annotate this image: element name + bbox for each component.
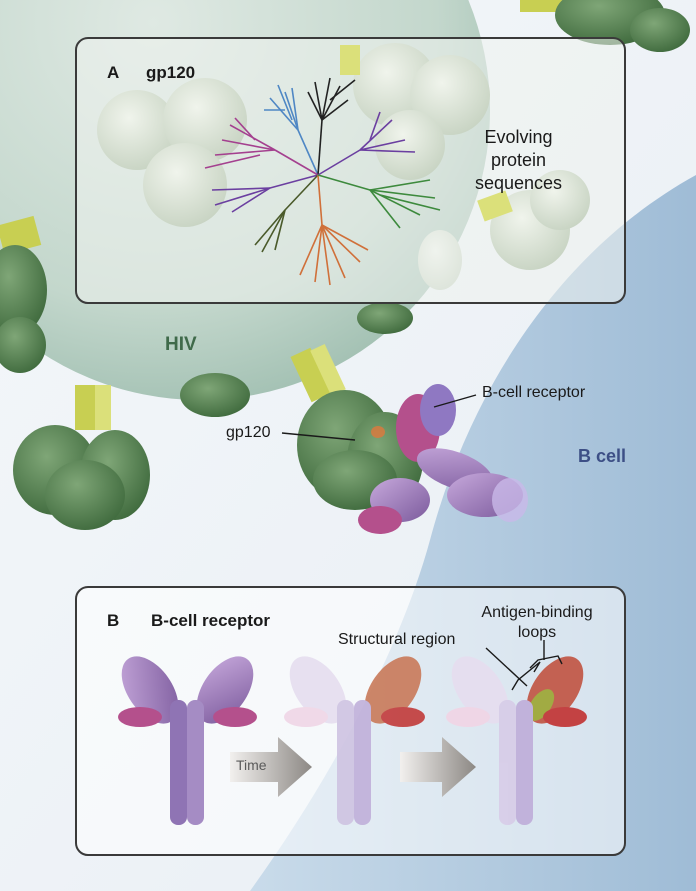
receptor-2	[284, 656, 425, 825]
bound-b-cell-receptor	[358, 384, 528, 534]
panel-a-letter: A	[107, 63, 120, 82]
antigen-binding-loops-label: Antigen-binding loops	[467, 603, 607, 643]
time-label: Time	[236, 757, 267, 773]
structural-region-label: Structural region	[338, 631, 456, 648]
b-cell-label: B cell	[578, 446, 627, 466]
time-arrow-2	[400, 737, 476, 797]
gp120-callout-label: gp120	[226, 424, 271, 441]
evolving-protein-sequences-label: Evolving protein sequences	[466, 126, 571, 195]
antigen-binding-line-2: loops	[517, 624, 557, 641]
antigen-binding-line-1: Antigen-binding	[481, 604, 593, 621]
receptor-1	[118, 656, 257, 825]
receptor-callout-line	[433, 394, 477, 408]
evolving-line-3: sequences	[474, 173, 563, 193]
receptor-3	[446, 656, 587, 825]
phylogenetic-tree	[204, 77, 441, 286]
hiv-label: HIV	[165, 334, 197, 355]
gp120-callout-line	[281, 432, 356, 441]
panel-b-brackets	[485, 640, 563, 691]
b-cell-receptor-callout-label: B-cell receptor	[482, 384, 586, 401]
time-arrow-1	[230, 737, 312, 797]
panel-b-letter: B	[107, 611, 120, 630]
evolving-line-1: Evolving	[484, 127, 553, 147]
evolving-line-2: protein	[490, 150, 547, 170]
panel-b-title: B-cell receptor	[151, 611, 271, 630]
pale-gp120-trimers	[97, 43, 590, 270]
panel-a-title: gp120	[146, 63, 196, 82]
bound-gp120	[290, 343, 423, 510]
